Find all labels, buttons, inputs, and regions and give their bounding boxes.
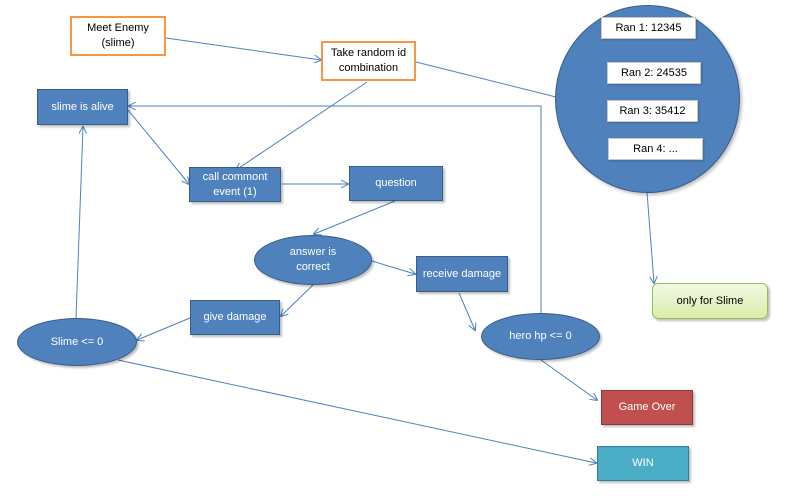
random-item-4: Ran 4: ... <box>608 138 703 160</box>
slime-le-zero-node: Slime <= 0 <box>17 318 137 366</box>
meet-enemy-node: Meet Enemy (slime) <box>70 16 166 56</box>
arrow-meet-to-take <box>165 37 321 60</box>
arrow-pool-to-note <box>646 191 654 283</box>
answer-is-correct-node: answer is correct <box>254 235 372 285</box>
random-item-2: Ran 2: 24535 <box>607 62 701 84</box>
take-random-id-node: Take random id combination <box>321 41 416 81</box>
random-item-1: Ran 1: 12345 <box>601 17 696 39</box>
hero-hp-le-zero-node: hero hp <= 0 <box>481 313 600 360</box>
arrow-answer-to-receive <box>371 260 415 274</box>
arrow-answer-to-give <box>281 283 315 316</box>
arrow-give-to-slime-le <box>137 317 191 340</box>
arrow-slime-le-to-alive <box>75 127 83 319</box>
game-over-node: Game Over <box>601 390 693 425</box>
arrow-hero-to-gameover <box>540 359 597 400</box>
line-take-to-random-pool <box>415 61 557 98</box>
random-item-3: Ran 3: 35412 <box>607 100 698 122</box>
win-node: WIN <box>597 446 689 481</box>
receive-damage-node: receive damage <box>416 256 508 292</box>
arrow-slime-le-to-win <box>117 359 596 463</box>
give-damage-node: give damage <box>190 300 280 335</box>
arrow-take-to-call <box>236 81 368 170</box>
arrow-hero-to-alive <box>129 106 542 313</box>
call-common-event-node: call commont event (1) <box>189 167 281 202</box>
arrow-question-to-answer <box>314 200 396 234</box>
arrow-receive-to-hero <box>458 292 475 330</box>
slime-is-alive-node: slime is alive <box>37 89 128 125</box>
arrow-slime-alive-to-call <box>127 109 189 184</box>
only-for-slime-note: only for Slime <box>652 283 768 319</box>
question-node: question <box>349 166 443 201</box>
